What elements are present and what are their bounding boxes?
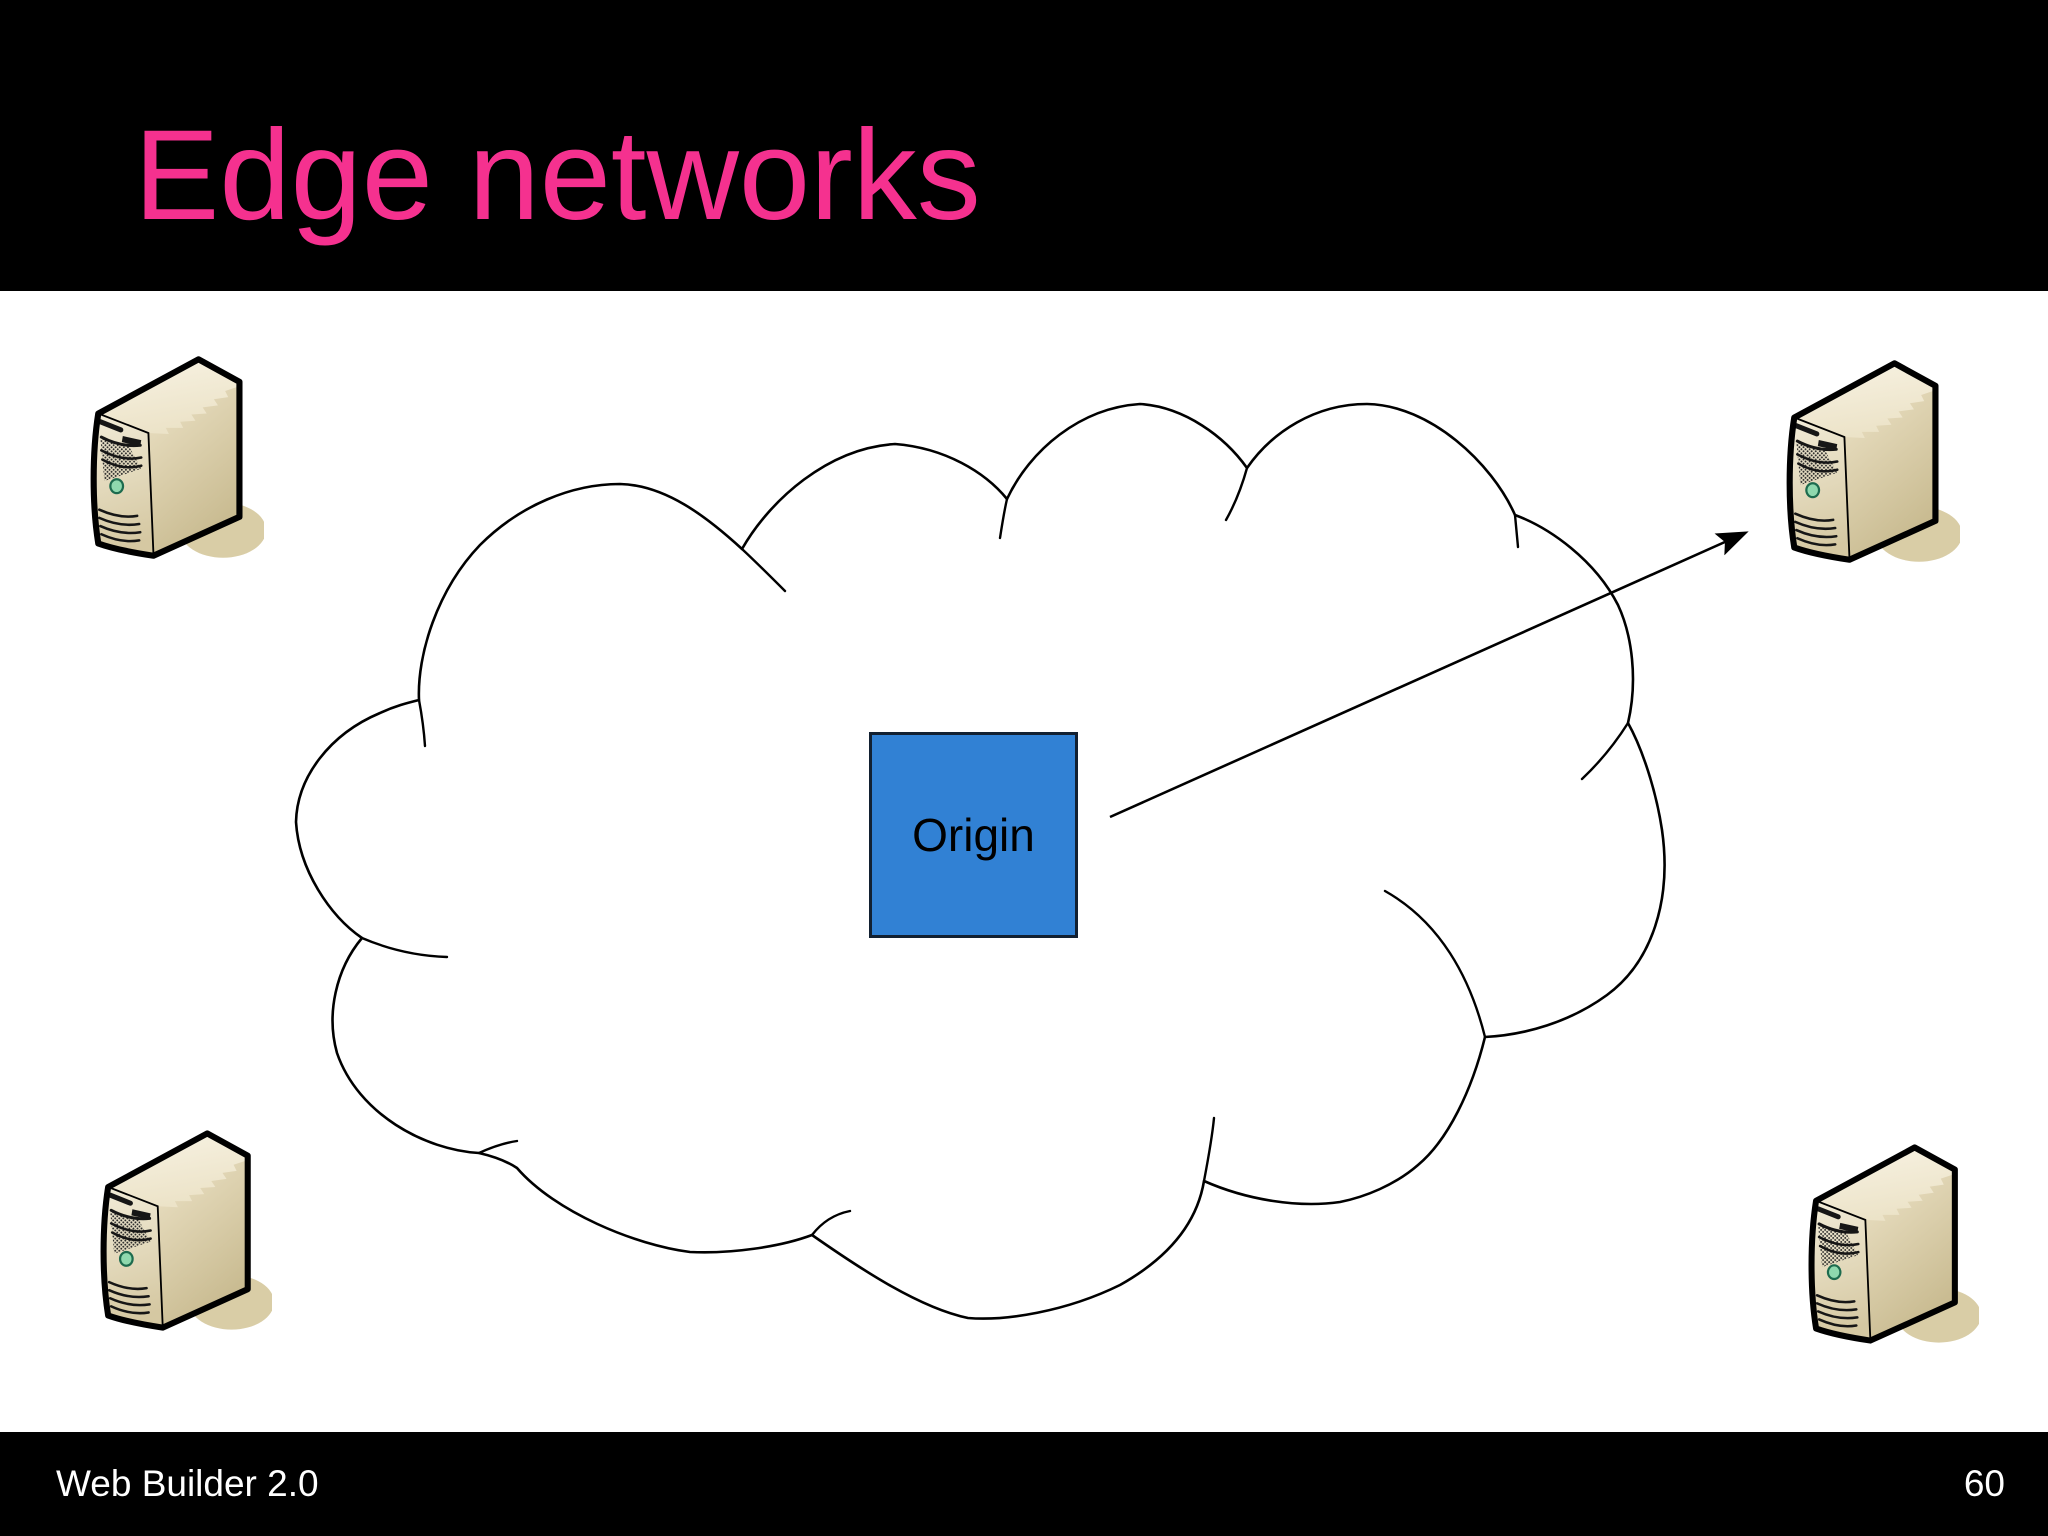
- page-title: Edge networks: [134, 104, 981, 247]
- origin-to-edge-arrow: [1109, 531, 1749, 819]
- edge-server-icon-top-right: [1782, 356, 1960, 565]
- slide-header: Edge networks: [0, 0, 2048, 291]
- page-number: 60: [1963, 1463, 2005, 1504]
- origin-label: Origin: [912, 809, 1035, 861]
- cloud-bump-seams: [360, 466, 1630, 1237]
- edge-server-icon-top-left: [86, 352, 264, 561]
- footer-text: Web Builder 2.0: [56, 1463, 319, 1504]
- edge-server-icon-bottom-left: [96, 1126, 272, 1333]
- slide-footer: Web Builder 2.0 60: [0, 1432, 2048, 1536]
- edge-server-icon-bottom-right: [1804, 1140, 1979, 1346]
- origin-node: Origin: [869, 732, 1078, 938]
